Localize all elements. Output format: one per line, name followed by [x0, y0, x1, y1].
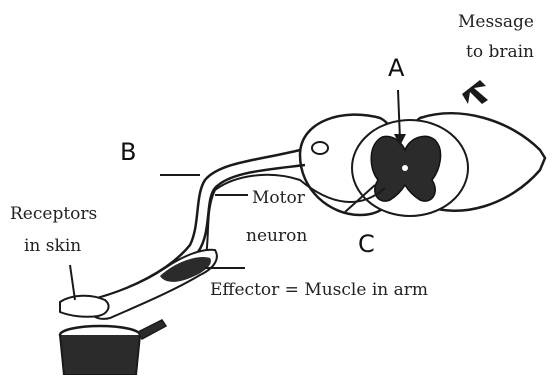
- message-label-line2: to brain: [466, 44, 534, 61]
- label-c: C: [358, 232, 375, 256]
- label-b: B: [120, 140, 136, 164]
- pointer-receptors: [70, 265, 75, 300]
- message-arrow: [462, 80, 488, 104]
- receptors-label-line1: Receptors: [10, 206, 97, 223]
- dorsal-root-ganglion: [312, 142, 328, 154]
- central-canal: [402, 165, 408, 171]
- motor-label-line1: Motor: [252, 190, 305, 207]
- hand: [60, 296, 109, 317]
- message-label-line1: Message: [458, 14, 534, 31]
- effector-label: Effector = Muscle in arm: [210, 282, 428, 299]
- pot-handle: [138, 320, 166, 339]
- label-a: A: [388, 56, 404, 80]
- motor-label-line2: neuron: [246, 228, 307, 245]
- pot-body: [60, 335, 140, 375]
- receptors-label-line2: in skin: [24, 238, 81, 255]
